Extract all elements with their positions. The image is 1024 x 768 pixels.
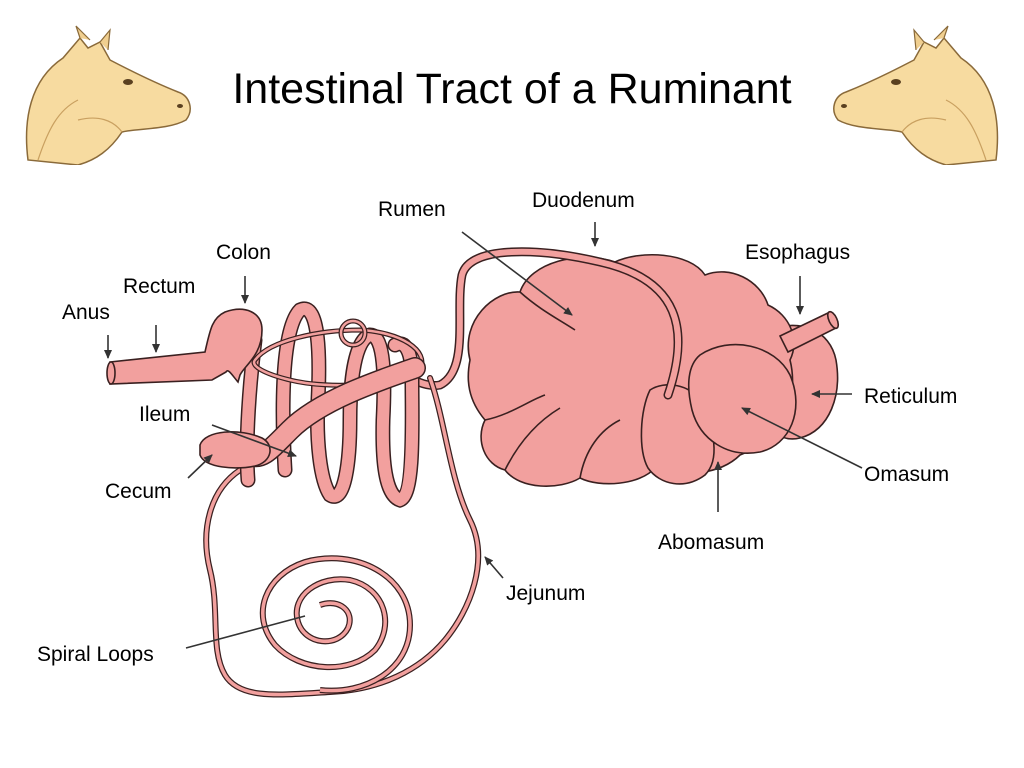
label-rumen: Rumen (378, 198, 446, 221)
label-omasum: Omasum (864, 463, 950, 486)
label-spiral-loops: Spiral Loops (37, 643, 154, 666)
omasum-shape (687, 343, 797, 454)
stomach-group (467, 253, 840, 487)
cow-head-left-illustration (25, 25, 191, 165)
label-jejunum: Jejunum (506, 582, 586, 605)
cow-neck-left (25, 36, 191, 165)
label-anus: Anus (62, 301, 110, 324)
cecum-shape (199, 431, 271, 469)
label-ileum: Ileum (139, 403, 191, 426)
cow-eye-right (891, 79, 901, 85)
rumen-pointer (461, 231, 573, 316)
label-reticulum: Reticulum (864, 385, 958, 408)
spiral-loops-shape (259, 555, 414, 694)
label-cecum: Cecum (105, 480, 172, 503)
spiral-loops-pointer (185, 615, 306, 649)
cow-head-right-illustration (833, 25, 999, 165)
label-duodenum: Duodenum (532, 189, 635, 212)
cow-eye-left (123, 79, 133, 85)
label-esophagus: Esophagus (745, 241, 851, 264)
label-colon: Colon (216, 241, 271, 264)
omasum-pointer (741, 407, 863, 469)
label-rectum: Rectum (123, 275, 196, 298)
ileum-pointer (211, 424, 297, 457)
label-abomasum: Abomasum (658, 531, 765, 554)
jejunum-pointer (484, 556, 504, 579)
cow-neck-right (833, 36, 999, 165)
cecum-pointer (187, 454, 213, 479)
rectum-shape (109, 308, 263, 385)
anus-shape (106, 361, 116, 385)
slide-title: Intestinal Tract of a Ruminant (232, 65, 792, 113)
